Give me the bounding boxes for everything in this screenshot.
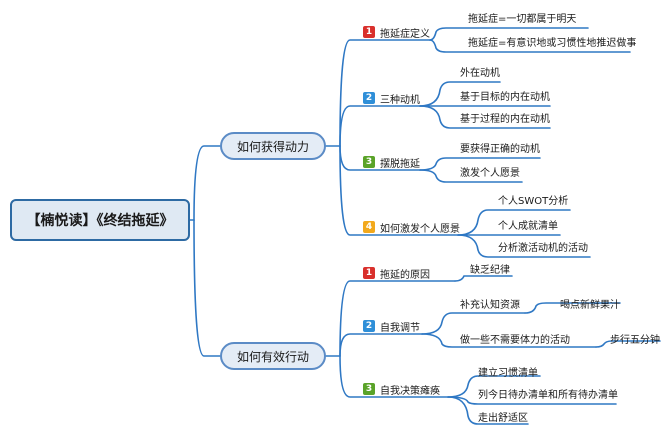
- branch-label: 如何有效行动: [236, 349, 309, 364]
- leaf-item[interactable]: 拖延症=一切都属于明天: [468, 14, 577, 25]
- leaf-item[interactable]: 外在动机: [460, 68, 500, 79]
- number-badge: 4: [363, 221, 375, 233]
- leaf-item[interactable]: 激发个人愿景: [460, 168, 520, 179]
- topic-escape-procrastination[interactable]: 3 摆脱拖延: [363, 153, 420, 171]
- topic-procrastination-definition[interactable]: 1 拖延症定义: [363, 23, 430, 41]
- branch-effective-action[interactable]: 如何有效行动: [220, 342, 326, 370]
- topic-label: 自我调节: [380, 322, 420, 334]
- leaf-item[interactable]: 个人SWOT分析: [498, 196, 569, 207]
- number-badge: 1: [363, 267, 375, 279]
- topic-label: 自我决策瘫痪: [380, 385, 440, 397]
- leaf-item[interactable]: 基于目标的内在动机: [460, 92, 550, 103]
- number-badge: 1: [363, 26, 375, 38]
- number-badge: 3: [363, 383, 375, 395]
- leaf-item[interactable]: 补充认知资源: [460, 300, 520, 311]
- number-badge: 2: [363, 320, 375, 332]
- topic-decision-paralysis[interactable]: 3 自我决策瘫痪: [363, 380, 440, 398]
- topic-label: 拖延的原因: [380, 269, 430, 281]
- leaf-item[interactable]: 做一些不需要体力的活动: [460, 335, 570, 346]
- topic-procrastination-cause[interactable]: 1 拖延的原因: [363, 264, 430, 282]
- leaf-item[interactable]: 缺乏纪律: [470, 265, 510, 276]
- leaf-item[interactable]: 要获得正确的动机: [460, 144, 540, 155]
- topic-inspire-vision[interactable]: 4 如何激发个人愿景: [363, 218, 460, 236]
- leaf-subitem[interactable]: 喝点新鲜果汁: [560, 300, 620, 311]
- number-badge: 3: [363, 156, 375, 168]
- leaf-item[interactable]: 个人成就清单: [498, 221, 558, 232]
- topic-label: 三种动机: [380, 94, 420, 106]
- leaf-item[interactable]: 拖延症=有意识地或习惯性地推迟做事: [468, 38, 637, 49]
- number-badge: 2: [363, 92, 375, 104]
- branch-get-motivation[interactable]: 如何获得动力: [220, 132, 326, 160]
- topic-three-motivations[interactable]: 2 三种动机: [363, 89, 420, 107]
- leaf-subitem[interactable]: 步行五分钟: [610, 335, 660, 346]
- topic-label: 拖延症定义: [380, 28, 430, 40]
- topic-self-regulation[interactable]: 2 自我调节: [363, 317, 420, 335]
- leaf-item[interactable]: 基于过程的内在动机: [460, 114, 550, 125]
- leaf-item[interactable]: 建立习惯清单: [478, 368, 538, 379]
- topic-label: 如何激发个人愿景: [380, 223, 460, 235]
- leaf-item[interactable]: 列今日待办清单和所有待办清单: [478, 390, 618, 401]
- root-label: 【楠悦读】《终结拖延》: [26, 213, 174, 229]
- root-node[interactable]: 【楠悦读】《终结拖延》: [10, 199, 190, 241]
- topic-label: 摆脱拖延: [380, 158, 420, 170]
- branch-label: 如何获得动力: [236, 139, 309, 154]
- leaf-item[interactable]: 分析激活动机的活动: [498, 243, 588, 254]
- leaf-item[interactable]: 走出舒适区: [478, 413, 528, 424]
